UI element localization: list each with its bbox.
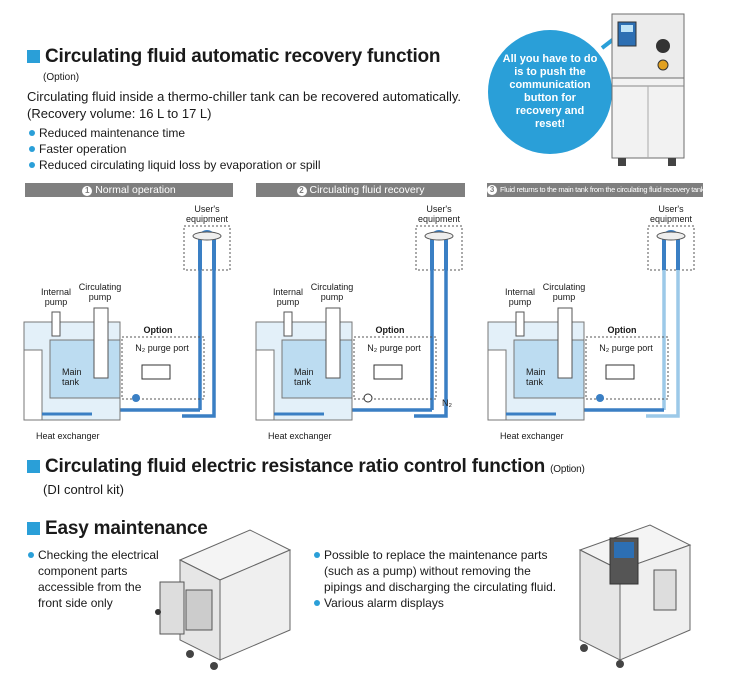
svg-text:User's: User's [658, 204, 684, 214]
section1-description-1: Circulating fluid inside a thermo-chille… [27, 89, 462, 104]
section1-title: Circulating fluid automatic recovery fun… [27, 46, 441, 68]
svg-text:Internal: Internal [505, 287, 535, 297]
svg-text:Main: Main [294, 367, 314, 377]
svg-text:equipment: equipment [650, 214, 693, 224]
svg-text:equipment: equipment [418, 214, 461, 224]
bullet-item: Reduced circulating liquid loss by evapo… [28, 157, 320, 173]
svg-text:Circulating: Circulating [79, 282, 122, 292]
section1-description-2: (Recovery volume: 16 L to 17 L) [27, 106, 212, 121]
svg-text:pump: pump [553, 292, 576, 302]
chiller-internal-pump-illustration [578, 524, 692, 668]
svg-text:Heat exchanger: Heat exchanger [500, 431, 564, 441]
callout-bubble: All you have to do is to push the commun… [488, 30, 612, 154]
section-marker-icon [27, 522, 40, 535]
svg-text:Option: Option [144, 325, 173, 335]
users-equipment-label: User's [194, 204, 220, 214]
svg-text:User's: User's [426, 204, 452, 214]
svg-text:N₂: N₂ [442, 398, 452, 408]
svg-text:tank: tank [62, 377, 80, 387]
section3-left-bullets: Checking the electrical component parts … [27, 547, 167, 611]
svg-text:Main: Main [526, 367, 546, 377]
svg-text:N₂ purge port: N₂ purge port [599, 343, 653, 353]
svg-text:Option: Option [608, 325, 637, 335]
svg-text:pump: pump [45, 297, 68, 307]
thermo-chiller-illustration [611, 13, 685, 166]
section2-subtitle: (DI control kit) [43, 482, 124, 497]
section2-title: Circulating fluid electric resistance ra… [27, 456, 585, 478]
svg-text:Heat exchanger: Heat exchanger [268, 431, 332, 441]
svg-text:tank: tank [294, 377, 312, 387]
bullet-item: Various alarm displays [313, 595, 568, 611]
diagram-normal-operation: User's equipment Internal pump Circulati… [23, 204, 231, 441]
svg-text:Circulating: Circulating [543, 282, 586, 292]
bullet-item: Possible to replace the maintenance part… [313, 547, 568, 595]
bullet-item: Checking the electrical component parts … [27, 547, 167, 611]
svg-text:Option: Option [376, 325, 405, 335]
section-marker-icon [27, 50, 40, 63]
svg-text:Circulating: Circulating [311, 282, 354, 292]
chiller-front-access-illustration [155, 529, 292, 670]
svg-text:Heat exchanger: Heat exchanger [36, 431, 100, 441]
svg-text:Internal: Internal [273, 287, 303, 297]
svg-text:pump: pump [277, 297, 300, 307]
diagram-fluid-recovery: User's equipment Internal pump Circulati… [255, 204, 463, 441]
svg-text:Main: Main [62, 367, 82, 377]
svg-text:tank: tank [526, 377, 544, 387]
svg-text:N₂ purge port: N₂ purge port [135, 343, 189, 353]
section3-title: Easy maintenance [27, 518, 208, 540]
svg-text:Internal: Internal [41, 287, 71, 297]
section-marker-icon [27, 460, 40, 473]
svg-text:pump: pump [89, 292, 112, 302]
svg-text:pump: pump [509, 297, 532, 307]
diagram-fluid-return: User's equipment Internal pump Circulati… [487, 204, 695, 441]
section1-bullet-list: Reduced maintenance time Faster operatio… [28, 125, 320, 173]
svg-text:equipment: equipment [186, 214, 229, 224]
bullet-item: Reduced maintenance time [28, 125, 320, 141]
section1-option: (Option) [43, 72, 80, 83]
svg-text:pump: pump [321, 292, 344, 302]
svg-text:N₂ purge port: N₂ purge port [367, 343, 421, 353]
section3-right-bullets: Possible to replace the maintenance part… [313, 547, 568, 611]
bullet-item: Faster operation [28, 141, 320, 157]
